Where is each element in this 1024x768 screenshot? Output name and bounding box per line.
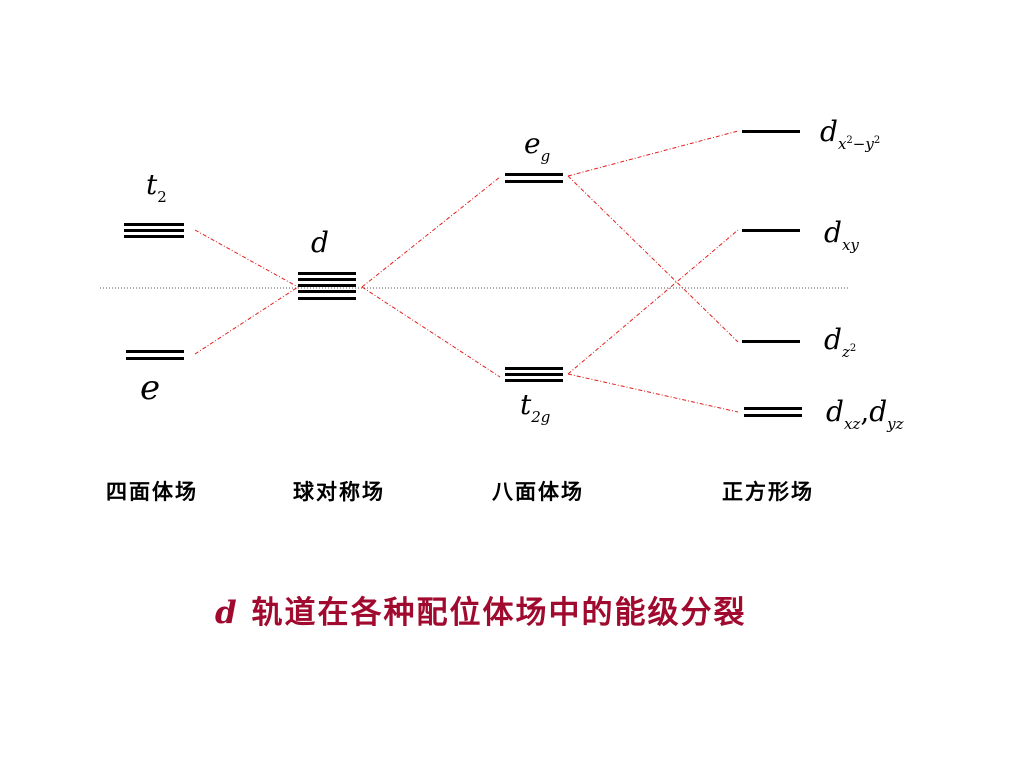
level-dxzdyz-2 <box>744 414 802 417</box>
connector-d-eg <box>361 176 501 288</box>
connector-eg-dz2 <box>567 175 739 343</box>
label-e: e <box>140 368 161 408</box>
level-t2g-1 <box>505 367 563 370</box>
label-d: d <box>311 226 329 259</box>
level-t2g-3 <box>505 379 563 382</box>
connector-eg-dx2y2 <box>567 130 739 177</box>
level-d-4 <box>298 290 356 293</box>
level-t2g-2 <box>505 373 563 376</box>
connector-t2-d <box>194 229 299 288</box>
label-dz2: dz2 <box>824 323 857 361</box>
caption-square-planar: 正方形场 <box>722 480 814 504</box>
level-t2-2 <box>124 229 184 232</box>
level-e-1 <box>126 350 184 353</box>
level-t2-1 <box>124 223 184 226</box>
diagram-title: d 轨道在各种配位体场中的能级分裂 <box>215 595 747 631</box>
level-dz2 <box>742 340 800 343</box>
connector-e-d <box>194 286 299 355</box>
label-dxz-dyz: dxz,dyz <box>826 395 904 433</box>
level-d-5 <box>298 297 356 300</box>
caption-octahedral: 八面体场 <box>492 480 584 504</box>
label-dxy: dxy <box>824 216 859 254</box>
level-eg-1 <box>505 173 563 176</box>
level-d-1 <box>298 272 356 275</box>
level-dx2y2 <box>742 130 800 133</box>
level-e-2 <box>126 357 184 360</box>
level-dxzdyz-1 <box>744 407 802 410</box>
level-eg-2 <box>505 180 563 183</box>
level-t2-3 <box>124 235 184 238</box>
label-dx2y2: dx2−y2 <box>820 115 881 153</box>
label-t2: t2 <box>146 168 167 206</box>
connector-t2g-dxy <box>567 229 739 375</box>
caption-spherical: 球对称场 <box>293 480 385 504</box>
label-t2g: t2g <box>520 388 551 426</box>
label-eg: eg <box>524 127 551 165</box>
caption-tetrahedral: 四面体场 <box>106 480 198 504</box>
connector-t2g-dxzdyz <box>567 373 739 413</box>
level-dxy <box>742 229 800 232</box>
connector-d-t2g <box>361 286 501 378</box>
level-d-3 <box>298 284 356 287</box>
level-d-2 <box>298 278 356 281</box>
